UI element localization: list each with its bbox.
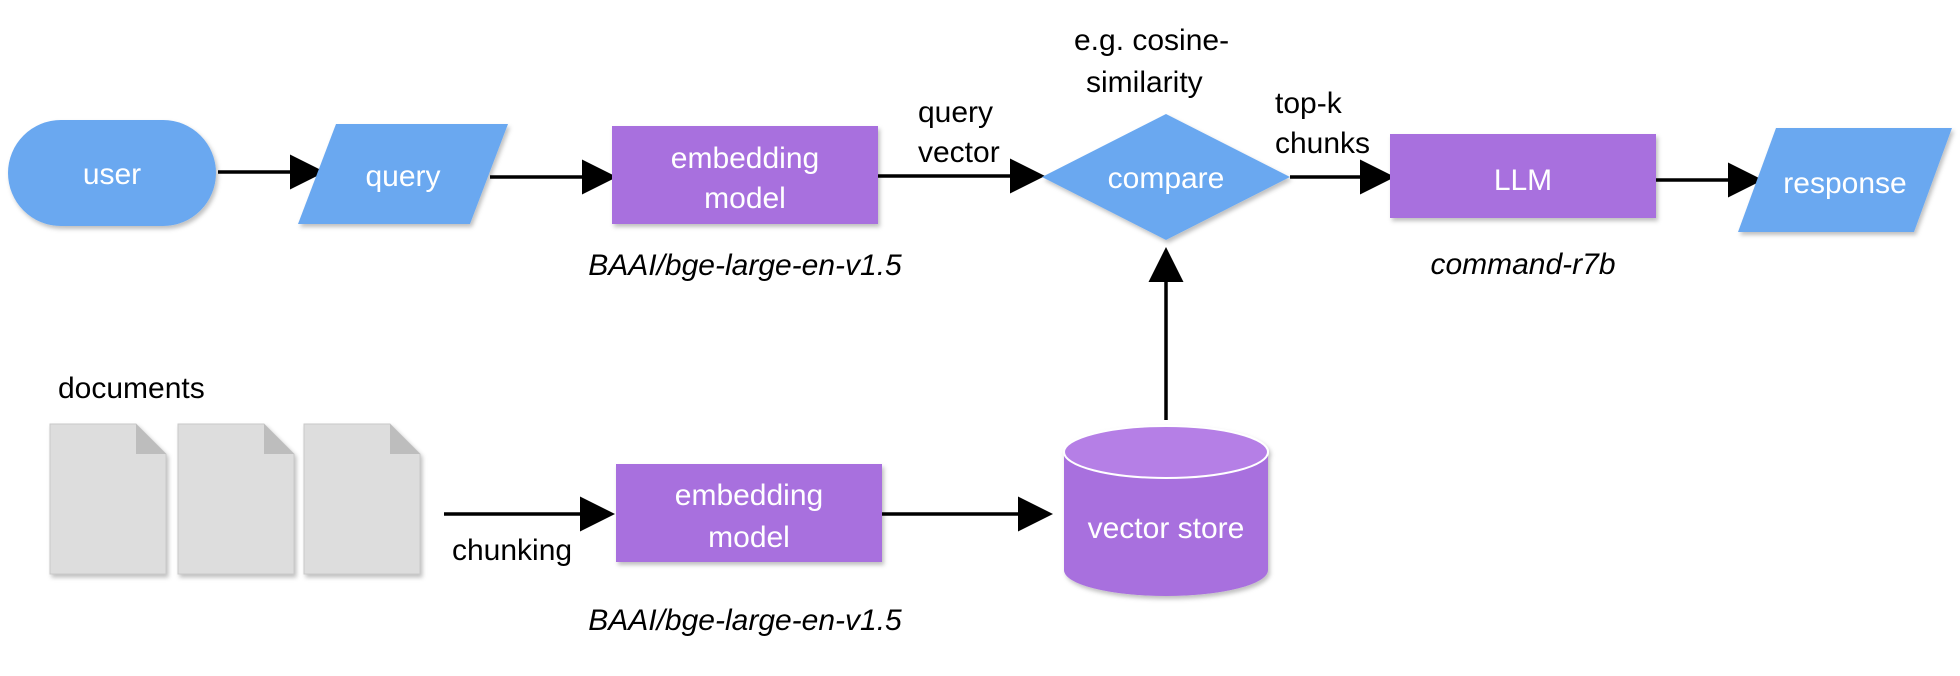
llm-node: LLM bbox=[1390, 134, 1656, 218]
query-label: query bbox=[365, 160, 440, 193]
vector-store-node bbox=[1063, 425, 1269, 596]
compare-node: compare bbox=[1042, 114, 1290, 240]
compare-label: compare bbox=[1108, 162, 1225, 195]
embedding-model-name-top: BAAI/bge-large-en-v1.5 bbox=[588, 249, 902, 282]
vector-store-label: vector store bbox=[1088, 512, 1245, 545]
user-shape bbox=[8, 120, 216, 226]
embedding-model-docs-node: embedding model bbox=[616, 464, 882, 562]
document-icon bbox=[49, 423, 167, 575]
embedding-model-query-line2: model bbox=[704, 182, 786, 215]
document-icon bbox=[177, 423, 295, 575]
embedding-model-query-line1: embedding bbox=[671, 142, 819, 175]
user-label: user bbox=[83, 158, 141, 191]
vector-store-top bbox=[1063, 425, 1269, 479]
top-k-label-line2: chunks bbox=[1275, 127, 1370, 160]
similarity-label-line1: e.g. cosine- bbox=[1074, 24, 1229, 57]
llm-model-name: command-r7b bbox=[1430, 248, 1615, 281]
llm-label: LLM bbox=[1494, 164, 1552, 197]
embedding-model-name-bottom: BAAI/bge-large-en-v1.5 bbox=[588, 604, 902, 637]
user-node: user bbox=[8, 120, 216, 226]
documents-label: documents bbox=[58, 372, 205, 405]
response-shape bbox=[1738, 128, 1952, 232]
document-icon bbox=[303, 423, 421, 575]
top-k-label-line1: top-k bbox=[1275, 87, 1343, 120]
query-vector-label-line2: vector bbox=[918, 136, 1000, 169]
embedding-model-docs-shape bbox=[616, 464, 882, 562]
chunking-label: chunking bbox=[452, 534, 572, 567]
compare-shape bbox=[1042, 114, 1290, 240]
embedding-model-docs-line1: embedding bbox=[675, 479, 823, 512]
query-vector-label-line1: query bbox=[918, 96, 993, 129]
llm-shape bbox=[1390, 134, 1656, 218]
query-shape bbox=[298, 124, 508, 224]
embedding-model-query-node: embedding model bbox=[612, 126, 878, 224]
embedding-model-docs-line2: model bbox=[708, 521, 790, 554]
response-node: response bbox=[1738, 128, 1952, 232]
similarity-label-line2: similarity bbox=[1086, 66, 1203, 99]
query-node: query bbox=[298, 124, 508, 224]
embedding-model-query-shape bbox=[612, 126, 878, 224]
response-label: response bbox=[1783, 167, 1906, 200]
